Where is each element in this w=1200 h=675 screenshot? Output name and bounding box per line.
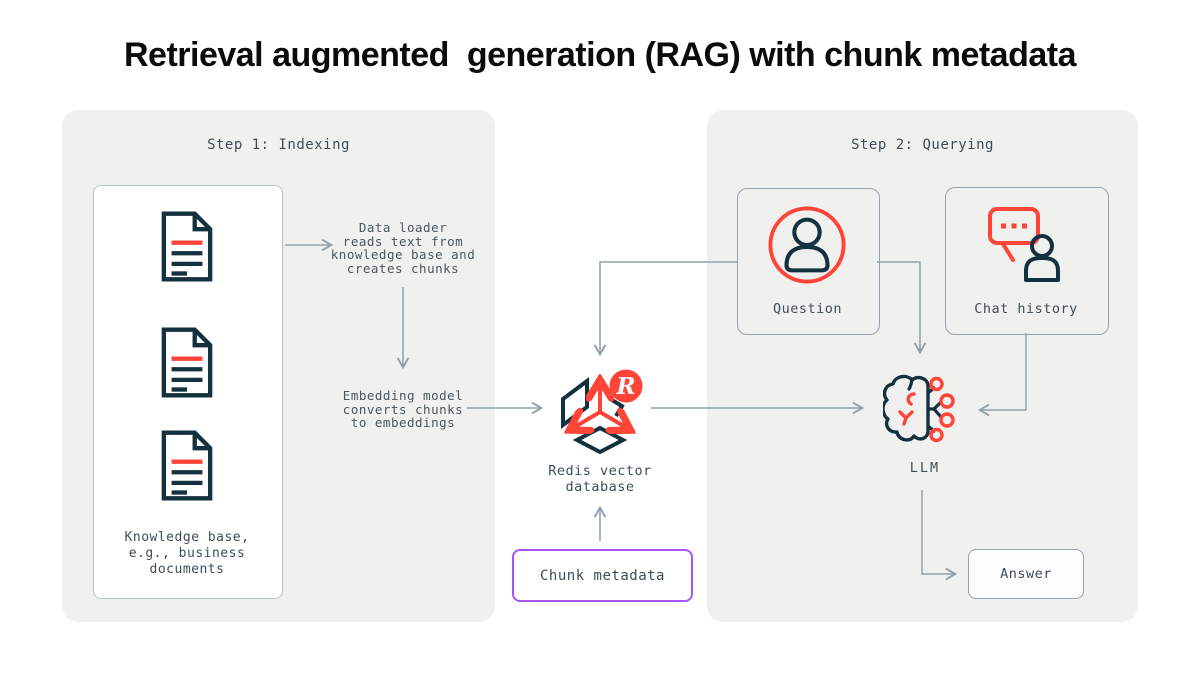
document-icon — [161, 211, 213, 282]
svg-text:R: R — [615, 373, 635, 400]
chat-bubble-person-icon — [988, 207, 1060, 282]
step1-heading: Step 1: Indexing — [207, 137, 350, 153]
page-title: Retrieval augmented generation (RAG) wit… — [123, 36, 1077, 74]
chat-history-box — [945, 187, 1109, 335]
question-label: Question — [772, 301, 843, 317]
person-in-circle-icon — [768, 206, 846, 284]
document-icon — [161, 327, 213, 398]
brain-network-icon — [883, 374, 955, 443]
answer-label: Answer — [1000, 566, 1052, 582]
document-icon — [161, 430, 213, 501]
data-loader-note: Data loader reads text from knowledge ba… — [330, 220, 476, 276]
step2-heading: Step 2: Querying — [851, 137, 994, 153]
embedding-model-note: Embedding model converts chunks to embed… — [342, 388, 464, 430]
llm-label: LLM — [909, 460, 941, 476]
chunk-metadata-box: Chunk metadata — [512, 549, 693, 602]
answer-box: Answer — [968, 549, 1084, 599]
chat-history-label: Chat history — [974, 301, 1078, 317]
redis-database-label: Redis vector database — [548, 463, 652, 495]
chunk-metadata-label: Chunk metadata — [539, 567, 665, 584]
redis-vector-cube-icon: R — [561, 369, 643, 454]
knowledge-base-label: Knowledge base, e.g., business documents — [124, 530, 250, 577]
